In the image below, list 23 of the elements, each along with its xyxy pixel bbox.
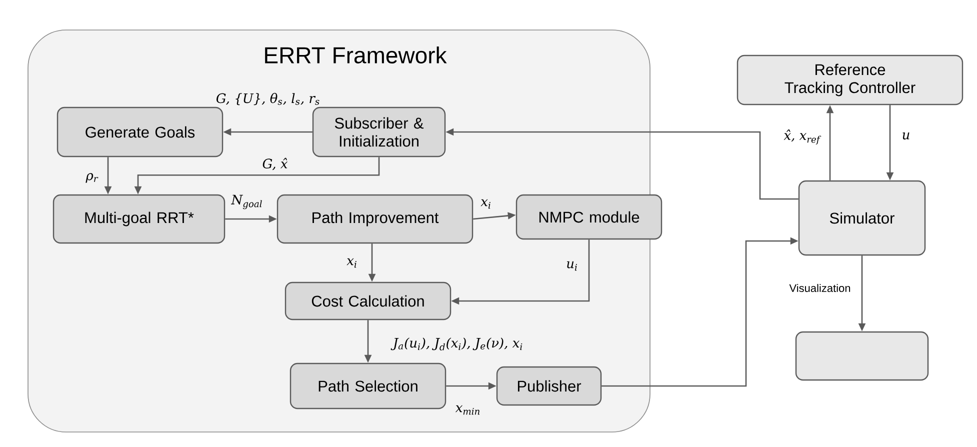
edge-label: x$_{i}$ [346, 258, 356, 268]
edge-label: u$_{i}$ [567, 261, 577, 271]
process-box: Generate Goals [56, 106, 224, 158]
process-box: Subscriber & Initialization [312, 106, 446, 158]
process-box: Path Improvement [276, 194, 474, 244]
process-box: Reference Tracking Controller [736, 54, 964, 106]
edge-label: u [902, 132, 910, 140]
edge-label: G, {U}, θ$_{s}$, l$_{s}$, r$_{s}$ [216, 92, 320, 106]
process-box: Path Selection [290, 362, 446, 410]
process-box: Cost Calculation [284, 282, 452, 320]
process-box: Publisher [496, 366, 602, 406]
process-box: Multi-goal RRT* [52, 194, 226, 244]
edge-label: Visualization [789, 284, 850, 292]
process-box [795, 331, 929, 381]
process-box: NMPC module [516, 194, 662, 240]
edge-label: J$_{a}$(u$_{i}$), J$_{d}$(x$_{i}$), J$_{e}$(ν), x$_{i}$ [390, 338, 522, 350]
edge-label: ρ$_{r}$ [86, 173, 98, 183]
edge-label: x̂, x$_{ref}$ [784, 129, 822, 145]
process-box: Simulator [798, 180, 926, 256]
edge-label: x$_{i}$ [480, 199, 490, 209]
edge-label: x$_{min}$ [455, 405, 480, 415]
edge-label: G, x̂ [262, 158, 288, 170]
edge-label: N$_{goal}$ [231, 194, 262, 210]
